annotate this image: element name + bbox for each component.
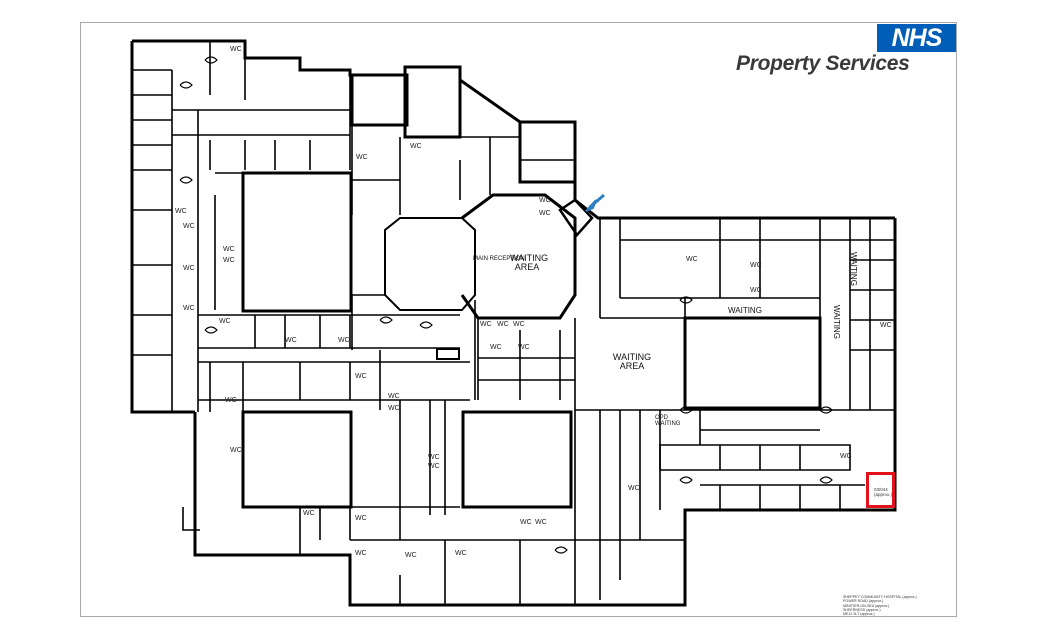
wc-label: WC xyxy=(356,154,368,161)
wc-label: WC xyxy=(490,344,502,351)
wc-label: WC xyxy=(355,550,367,557)
wc-label: WC xyxy=(230,447,242,454)
wc-label: WC xyxy=(388,393,400,400)
wc-label: WC xyxy=(428,454,440,461)
wc-label: WC xyxy=(410,143,422,150)
wc-label: WC xyxy=(225,397,237,404)
wc-label: WC xyxy=(513,321,525,328)
highlighted-room[interactable]: 03/044 (approx.) xyxy=(866,472,895,508)
label-waiting-area-1: WAITING AREA xyxy=(510,253,549,272)
wc-label: WC xyxy=(535,519,547,526)
wc-label: WC xyxy=(480,321,492,328)
label-waiting-corridor: WAITING xyxy=(728,306,762,315)
wc-label: WC xyxy=(303,510,315,517)
title-block-address: SHEPPEY COMMUNITY HOSPITAL (approx.) POW… xyxy=(843,595,917,617)
wc-label: WC xyxy=(230,46,242,53)
wc-label: WC xyxy=(539,210,551,217)
wc-label: WC xyxy=(355,373,367,380)
label-waiting-vertical-2: WAITING xyxy=(832,305,841,339)
wc-label: WC xyxy=(520,519,532,526)
nhs-logo: NHS xyxy=(877,24,956,52)
wc-label: WC xyxy=(223,246,235,253)
label-main-reception: MAIN RECEPTION xyxy=(473,256,525,262)
wc-label: WC xyxy=(497,321,509,328)
wc-label: WC xyxy=(355,515,367,522)
wc-label: WC xyxy=(539,197,551,204)
wc-label: WC xyxy=(183,305,195,312)
label-waiting-vertical-1: WAITING xyxy=(849,252,858,286)
wc-label: WC xyxy=(388,405,400,412)
entrance-arrow-icon xyxy=(585,193,605,212)
highlighted-room-label: 03/044 (approx.) xyxy=(874,487,893,497)
label-opd-waiting: OPD WAITING xyxy=(655,415,681,427)
wc-label: WC xyxy=(338,337,350,344)
wc-label: WC xyxy=(428,463,440,470)
wc-label: WC xyxy=(840,453,852,460)
wc-label: WC xyxy=(686,256,698,263)
wc-label: WC xyxy=(405,552,417,559)
wc-label: WC xyxy=(223,257,235,264)
wc-label: WC xyxy=(750,262,762,269)
wc-label: WC xyxy=(183,223,195,230)
wc-label: WC xyxy=(285,337,297,344)
wc-label: WC xyxy=(880,322,892,329)
wc-label: WC xyxy=(219,318,231,325)
wc-label: WC xyxy=(455,550,467,557)
wc-label: WC xyxy=(518,344,530,351)
wc-label: WC xyxy=(750,287,762,294)
wc-label: WC xyxy=(183,265,195,272)
label-waiting-area-2: WAITING AREA xyxy=(612,352,652,371)
wc-label: WC xyxy=(628,485,640,492)
wc-label: WC xyxy=(175,208,187,215)
property-services-title: Property Services xyxy=(736,52,910,75)
